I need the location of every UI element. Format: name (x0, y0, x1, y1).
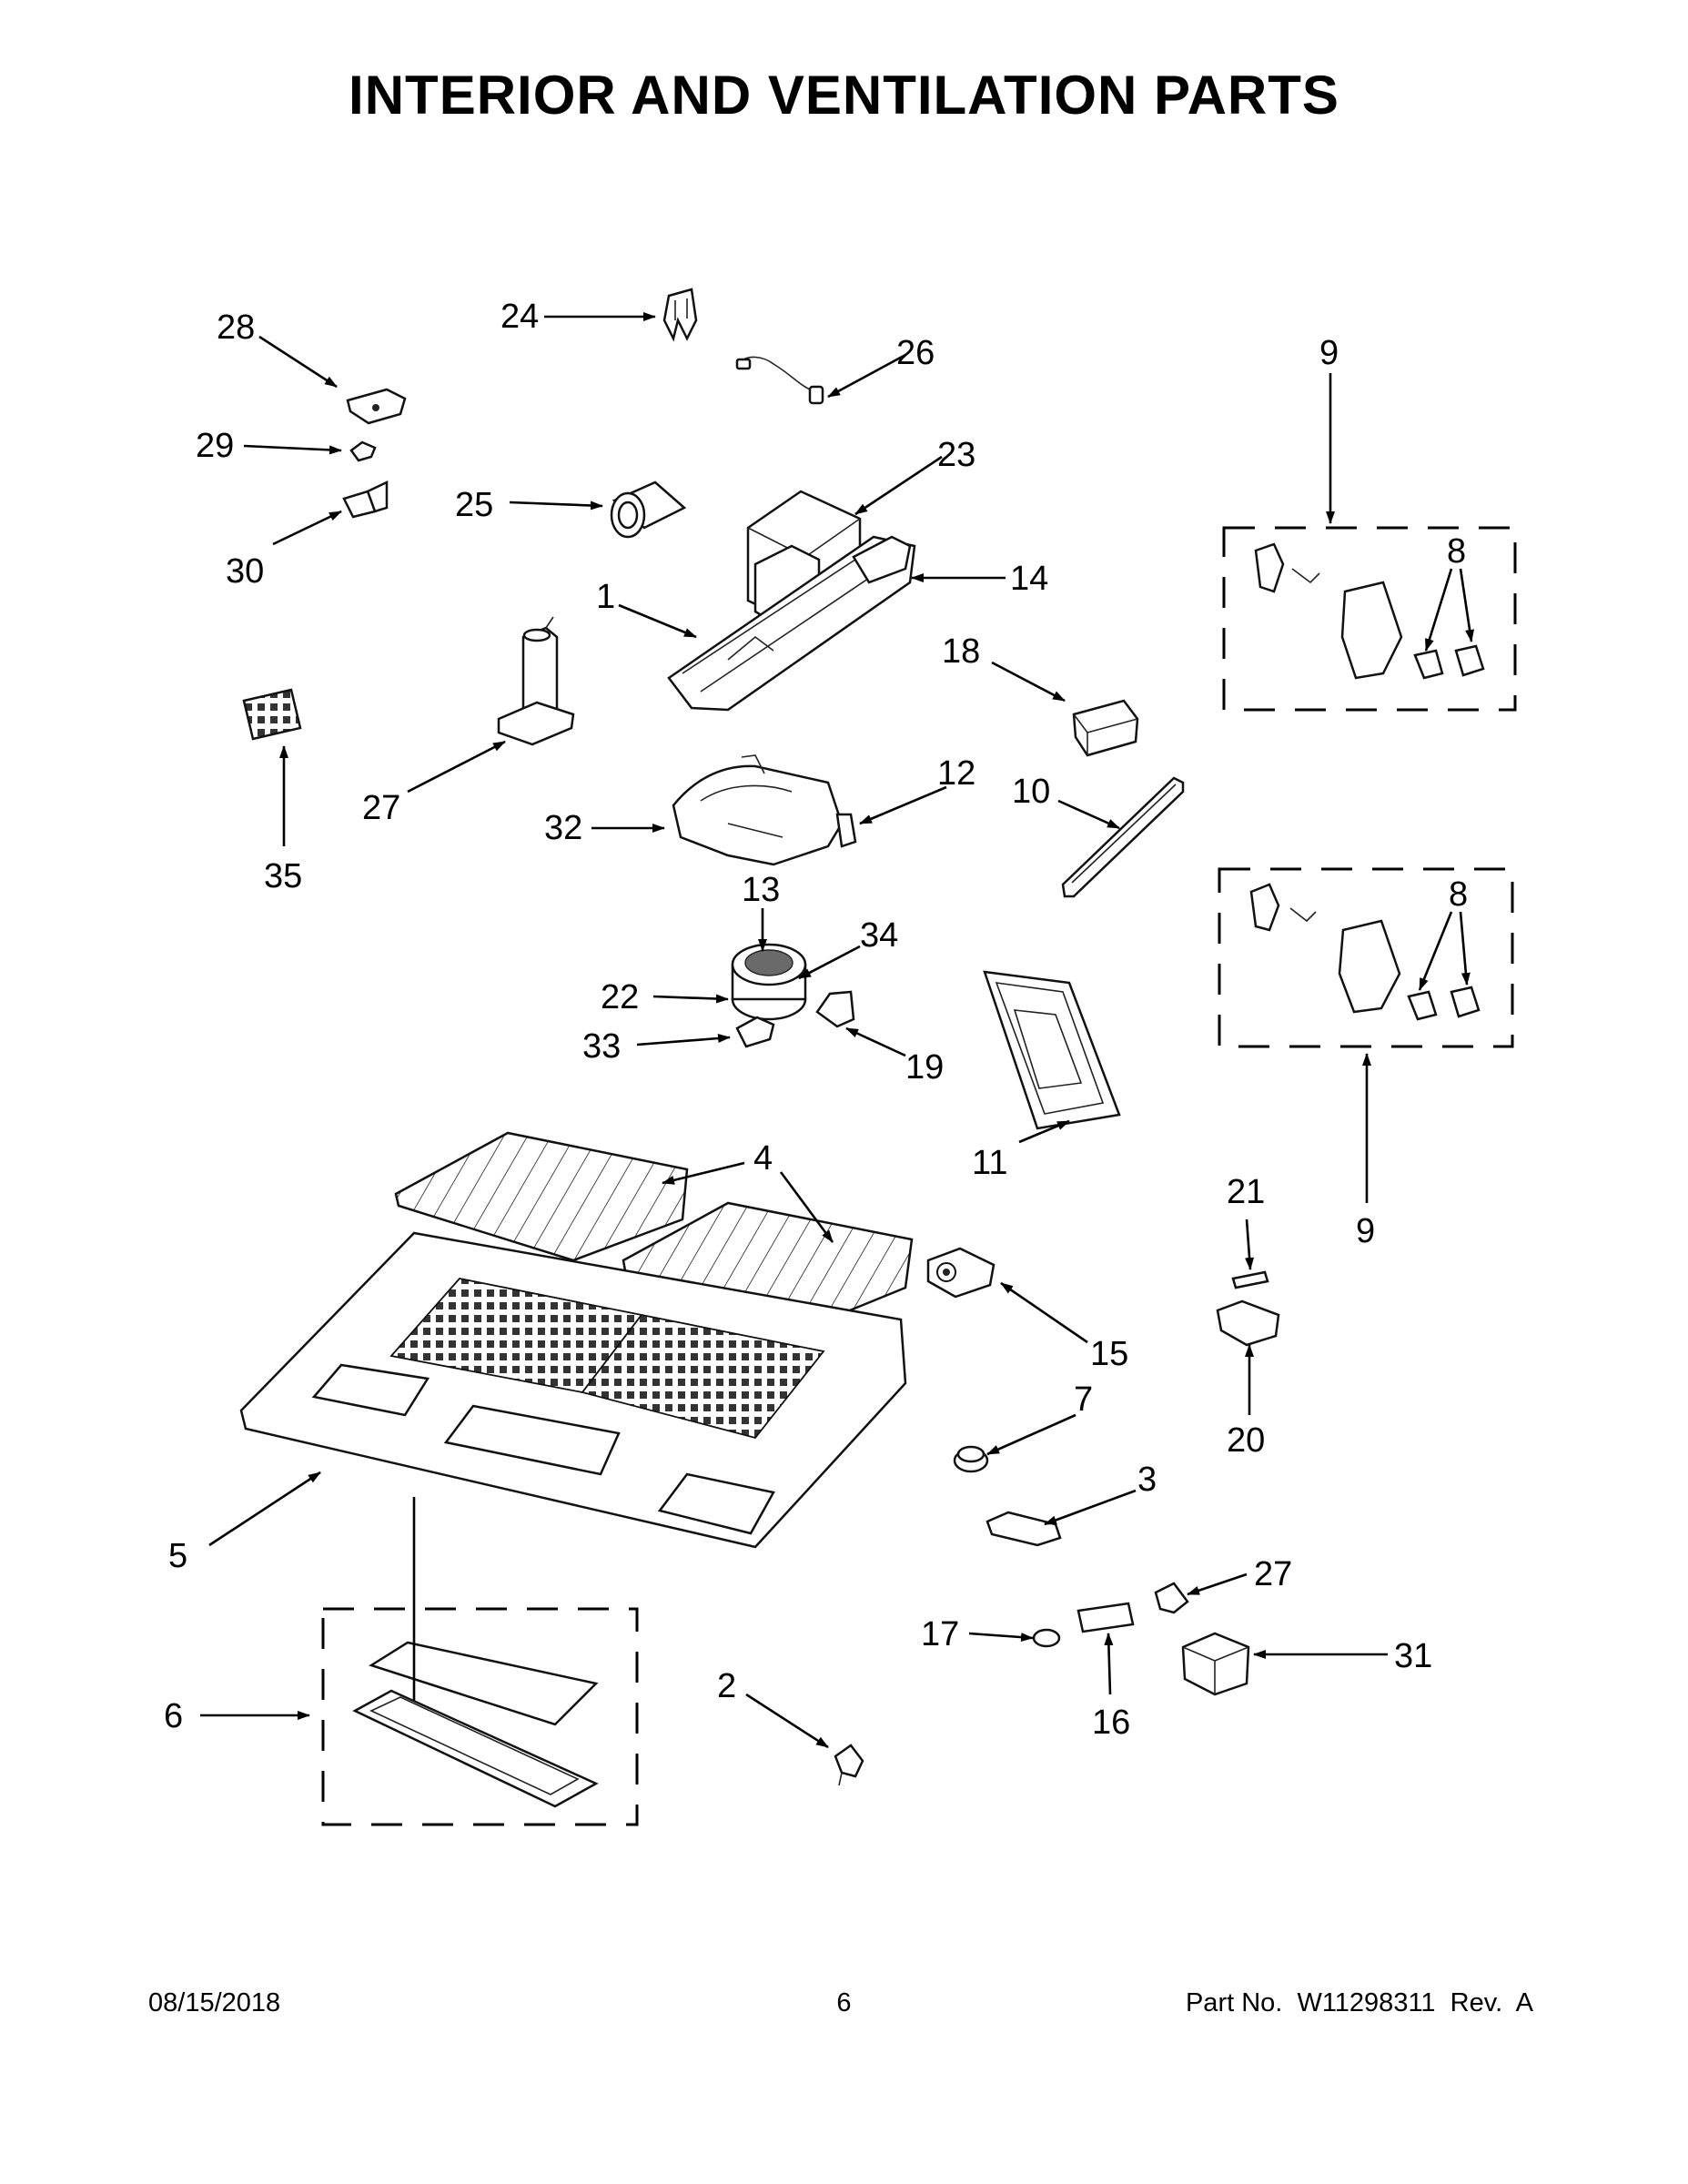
callout-numbers: 28 29 30 24 26 23 25 14 1 18 27 35 32 12… (164, 298, 1468, 1742)
callout-3: 3 (1137, 1461, 1157, 1499)
part-11-damper (983, 970, 1121, 1130)
callout-14: 14 (1010, 560, 1048, 598)
callout-19: 19 (905, 1048, 944, 1087)
part-26-wire-harness (735, 356, 824, 405)
part-2-connector (834, 1744, 864, 1786)
callout-5: 5 (168, 1537, 187, 1575)
part-35-grille (242, 688, 302, 741)
callout-34: 34 (860, 916, 898, 955)
footer-page-number: 6 (836, 1988, 852, 2017)
part-4-filters (394, 1131, 914, 1332)
part-15-bracket (926, 1247, 996, 1299)
callout-20: 20 (1227, 1421, 1265, 1460)
callout-30: 30 (226, 552, 264, 591)
callout-2: 2 (717, 1667, 736, 1705)
part-1-base-plate (667, 535, 916, 712)
callout-15: 15 (1090, 1335, 1128, 1373)
callout-28: 28 (217, 308, 255, 347)
callout-32: 32 (544, 809, 582, 847)
callout-6: 6 (164, 1697, 183, 1735)
callout-12: 12 (937, 754, 975, 793)
callout-8-lower: 8 (1449, 875, 1468, 914)
part-25-capacitor (610, 480, 687, 539)
part-29-clip (349, 440, 377, 462)
callout-7: 7 (1074, 1380, 1093, 1419)
callout-16: 16 (1092, 1704, 1130, 1742)
callout-23: 23 (937, 436, 975, 474)
part-31-switch-box (1181, 1632, 1250, 1696)
part-24-bracket (662, 288, 698, 342)
footer-date: 08/15/2018 (148, 1988, 281, 2017)
part-27-lower-socket (1154, 1582, 1189, 1614)
callout-24: 24 (500, 298, 539, 336)
callout-21: 21 (1227, 1173, 1265, 1211)
part-5-bottom-plate (239, 1231, 907, 1549)
callout-8-upper: 8 (1447, 532, 1466, 571)
part-18-relay (1072, 699, 1139, 757)
page-title: INTERIOR AND VENTILATION PARTS (349, 65, 1339, 126)
callout-10: 10 (1012, 773, 1050, 811)
part-27-duct (497, 616, 575, 746)
part-22-motor (731, 943, 807, 1021)
part-33-support (735, 1016, 775, 1048)
callout-13: 13 (742, 871, 780, 909)
callout-26: 26 (896, 334, 935, 372)
part-17-knob (1032, 1628, 1061, 1648)
part-10-rail (1061, 776, 1185, 898)
callout-4: 4 (753, 1139, 773, 1178)
part-30-angle-bracket (342, 480, 389, 519)
callout-27-bottom: 27 (1254, 1555, 1292, 1593)
callout-35: 35 (264, 857, 302, 895)
leader-lines (200, 312, 1475, 1749)
part-28-plate (346, 388, 407, 425)
part-16-tape (1076, 1602, 1135, 1633)
part-7-grommet (953, 1445, 989, 1473)
callout-9-lower: 9 (1356, 1212, 1375, 1250)
part-6-filter-group (321, 1607, 639, 1826)
callout-9-upper: 9 (1319, 334, 1339, 372)
callout-18: 18 (942, 632, 980, 671)
part-32-fan-housing (672, 754, 857, 866)
part-9-upper-group (1222, 526, 1517, 712)
callout-33: 33 (582, 1027, 621, 1066)
callout-1: 1 (596, 578, 615, 616)
part-20-holder (1216, 1299, 1280, 1347)
callout-17: 17 (921, 1615, 959, 1653)
callout-29: 29 (196, 427, 234, 465)
callout-25: 25 (455, 486, 493, 524)
part-21-fuse (1231, 1270, 1269, 1289)
callout-27-top: 27 (362, 789, 400, 827)
callout-11: 11 (972, 1144, 1007, 1182)
part-9-lower-group (1218, 867, 1514, 1048)
footer-part-number: Part No. W11298311 Rev. A (1185, 1988, 1533, 2017)
part-19-bracket (815, 990, 855, 1028)
part-3-clip (986, 1511, 1062, 1547)
callout-22: 22 (601, 978, 639, 1016)
callout-31: 31 (1394, 1637, 1432, 1675)
